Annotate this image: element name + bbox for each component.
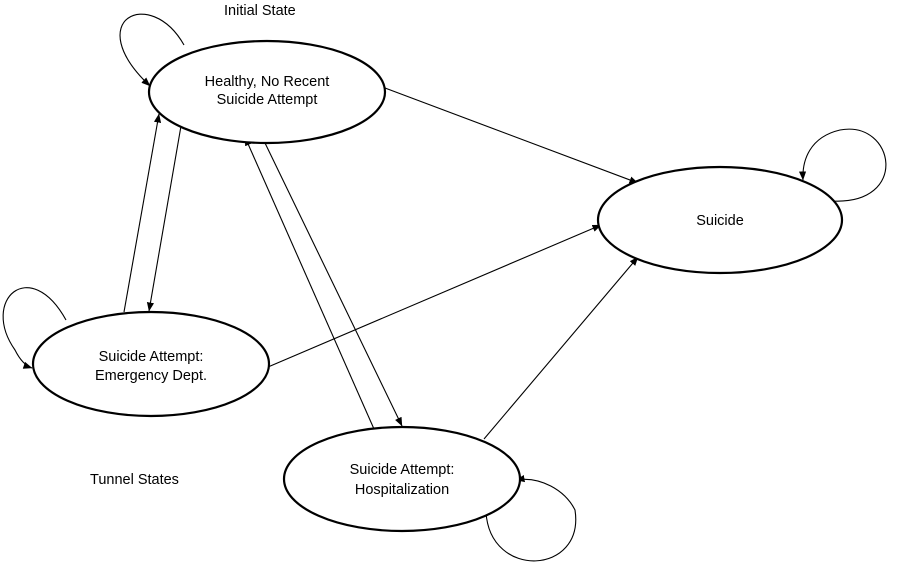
edge-hospitalization-to-suicide: [483, 256, 639, 440]
node-hospitalization-label-line2: Hospitalization: [355, 482, 449, 498]
edges: [2, 13, 887, 562]
node-healthy-label-line1: Healthy, No Recent: [205, 74, 330, 90]
edge-suicide-self-loop: [798, 128, 887, 202]
edge-emergency-to-suicide: [267, 224, 602, 368]
node-emergency-label-line1: Suicide Attempt:: [99, 349, 204, 365]
node-suicide: Suicide: [596, 165, 844, 275]
node-hospitalization-label-line1: Suicide Attempt:: [350, 462, 455, 478]
edge-hospitalization-self-loop: [485, 475, 577, 562]
node-emergency-label-line2: Emergency Dept.: [95, 368, 207, 384]
edge-emergency-to-healthy: [123, 113, 162, 313]
node-healthy: Healthy, No Recent Suicide Attempt: [147, 39, 387, 145]
edge-healthy-to-hospitalization: [264, 142, 403, 427]
node-healthy-label-line2: Suicide Attempt: [217, 92, 318, 108]
edge-healthy-to-suicide: [384, 87, 639, 184]
node-hospitalization: Suicide Attempt: Hospitalization: [282, 425, 522, 533]
initial-state-caption: Initial State: [224, 3, 296, 19]
node-suicide-ellipse: [596, 165, 844, 275]
edge-hospitalization-to-healthy: [244, 136, 375, 430]
node-healthy-ellipse: [147, 39, 387, 145]
node-emergency: Suicide Attempt: Emergency Dept.: [31, 310, 271, 418]
edge-healthy-self-loop: [119, 13, 185, 87]
node-emergency-ellipse: [31, 310, 271, 418]
edge-emergency-self-loop: [2, 287, 67, 369]
tunnel-states-caption: Tunnel States: [90, 472, 179, 488]
edge-healthy-to-emergency: [146, 125, 182, 312]
node-suicide-label: Suicide: [696, 213, 744, 229]
node-hospitalization-ellipse: [282, 425, 522, 533]
